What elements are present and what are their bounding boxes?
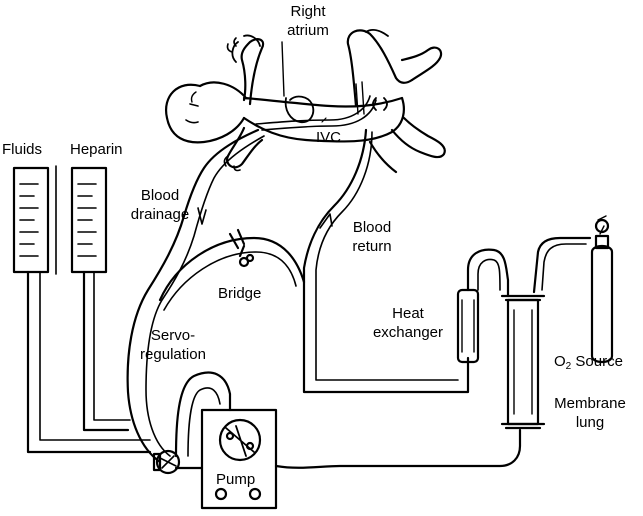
heparin-label: Heparin [70,141,123,158]
servo-regulation-label: Servo- regulation [126,326,220,364]
bridge-line [158,236,306,302]
fluids-label: Fluids [2,141,43,158]
heat-exchanger-text-line1: Heat [392,305,424,322]
blood-drainage-text-line1: Blood [140,187,180,204]
heat-exchanger-text-line2: exchanger [372,324,444,341]
o2-cylinder [590,215,614,364]
o2-source-text: Source [571,353,623,370]
right-atrium-leader [281,41,285,97]
pump-to-lung-line [274,428,522,469]
blood-drainage-text-line2: drainage [130,206,190,223]
bridge-label: Bridge [218,285,262,302]
membrane-lung [500,294,546,430]
right-atrium-text-line1: Right [290,3,326,20]
right-atrium-label: Right atrium [276,2,340,40]
servo-regulation-valve [152,449,181,475]
drainage-tube [126,128,260,464]
return-arrow [319,213,333,229]
blood-return-label: Blood return [344,218,400,256]
o2-line [532,236,592,294]
o2-subscript: 2 [565,361,572,372]
roller-pump [200,408,278,510]
pump-label: Pump [216,471,256,488]
return-tube [302,128,470,394]
o2-source-label: O2 Source [554,352,623,372]
membrane-lung-text-line1: Membrane [554,395,626,412]
fluids-bag [12,165,57,275]
drainage-arrow [197,207,207,225]
heparin-bag [70,166,108,274]
ivc-label: IVC [316,129,342,146]
right-atrium-text-line2: atrium [287,22,329,39]
bridge-clamp [228,228,255,268]
heat-exchanger-label: Heat exchanger [366,304,450,342]
infant-figure [164,29,446,174]
o2-text: O [554,353,566,370]
servo-loop [174,371,232,458]
membrane-lung-label: Membrane lung [540,394,640,432]
servo-text-line1: Servo- [150,327,196,344]
servo-text-line2: regulation [140,346,206,363]
heparin-line [82,270,130,432]
blood-return-text-line2: return [352,238,392,255]
blood-drainage-label: Blood drainage [112,186,208,224]
heat-exchanger [456,248,510,364]
membrane-lung-text-line2: lung [575,414,605,431]
blood-return-text-line1: Blood [352,219,392,236]
fluids-line [26,270,152,454]
